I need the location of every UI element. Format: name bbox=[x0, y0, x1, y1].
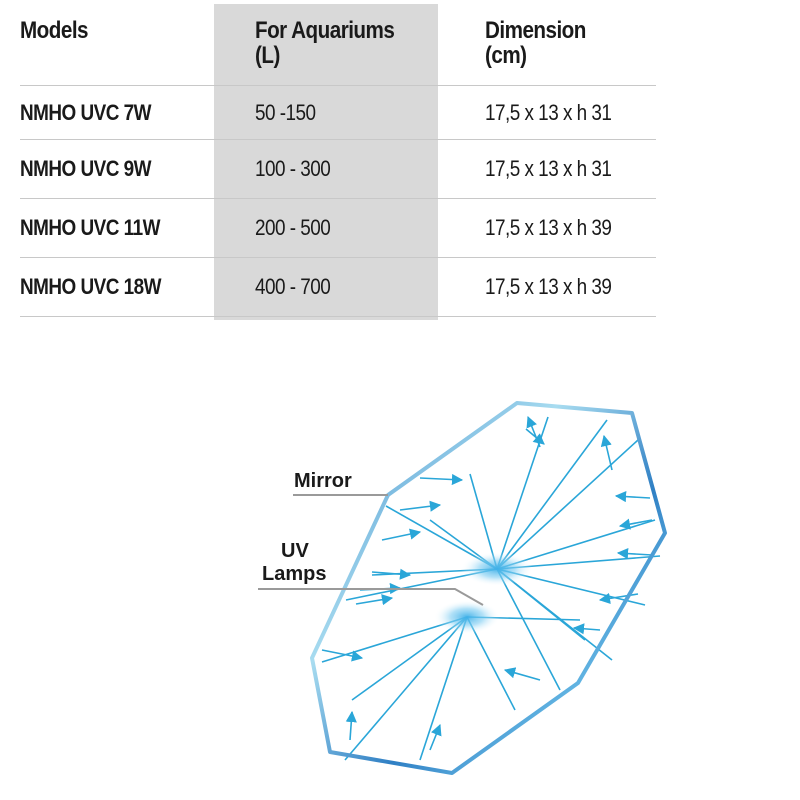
reflection-arrow bbox=[503, 667, 541, 681]
aquarium-cell: 50 -150 bbox=[255, 99, 316, 125]
reflection-arrow bbox=[399, 500, 442, 512]
header-dimension: Dimension (cm) bbox=[485, 17, 586, 69]
model-cell: NMHO UVC 7W bbox=[20, 99, 151, 125]
reflection-arrow bbox=[525, 428, 545, 445]
reflection-arrow bbox=[598, 592, 639, 604]
spec-table: Models For Aquariums (L) Dimension (cm) … bbox=[20, 0, 656, 317]
table-row: NMHO UVC 18W 400 - 700 17,5 x 13 x h 39 bbox=[20, 258, 656, 317]
table-header-row: Models For Aquariums (L) Dimension (cm) bbox=[20, 0, 656, 86]
reflection-arrow bbox=[419, 473, 464, 486]
reflection-arrow bbox=[429, 723, 442, 751]
reflection-arrow bbox=[355, 594, 394, 606]
dimension-cell: 17,5 x 13 x h 39 bbox=[485, 274, 612, 299]
ray-line bbox=[419, 616, 468, 761]
ray-line bbox=[496, 419, 608, 570]
ray-line bbox=[496, 439, 639, 570]
mirror-frame bbox=[310, 401, 667, 775]
model-cell: NMHO UVC 18W bbox=[20, 274, 162, 299]
aquarium-column-highlight bbox=[214, 4, 438, 320]
ray-line bbox=[344, 616, 468, 761]
label-mirror: Mirror bbox=[294, 470, 352, 492]
table-row: NMHO UVC 7W 50 -150 17,5 x 13 x h 31 bbox=[20, 86, 656, 140]
label-lamps: Lamps bbox=[262, 563, 326, 585]
model-cell: NMHO UVC 9W bbox=[20, 156, 151, 181]
reflection-arrow bbox=[616, 548, 653, 560]
aquarium-cell: 400 - 700 bbox=[255, 274, 331, 299]
reflection-arrow bbox=[381, 528, 422, 541]
aquarium-cell: 100 - 300 bbox=[255, 156, 331, 181]
table-row: NMHO UVC 9W 100 - 300 17,5 x 13 x h 31 bbox=[20, 140, 656, 199]
uv-lamp-lower bbox=[434, 600, 500, 634]
aquarium-cell: 200 - 500 bbox=[255, 215, 331, 240]
reflection-arrow bbox=[321, 649, 364, 662]
reflection-arrow bbox=[618, 518, 653, 530]
table-row: NMHO UVC 11W 200 - 500 17,5 x 13 x h 39 bbox=[20, 199, 656, 258]
header-aquariums: For Aquariums (L) bbox=[255, 17, 395, 69]
reflection-arrow bbox=[371, 568, 412, 580]
uv-lamps-leader-line bbox=[258, 588, 484, 606]
header-models: Models bbox=[20, 17, 89, 44]
dimension-cell: 17,5 x 13 x h 31 bbox=[485, 99, 612, 125]
uv-lamp-upper bbox=[461, 552, 533, 586]
reflection-arrow bbox=[600, 434, 613, 471]
ray-line bbox=[496, 568, 561, 691]
reflection-arrow bbox=[345, 710, 357, 741]
reflection-arrow bbox=[614, 491, 651, 503]
model-cell: NMHO UVC 11W bbox=[20, 215, 160, 240]
dimension-cell: 17,5 x 13 x h 31 bbox=[485, 156, 612, 181]
label-uv: UV bbox=[281, 540, 309, 562]
reflection-arrow bbox=[572, 623, 601, 635]
dimension-cell: 17,5 x 13 x h 39 bbox=[485, 215, 612, 240]
